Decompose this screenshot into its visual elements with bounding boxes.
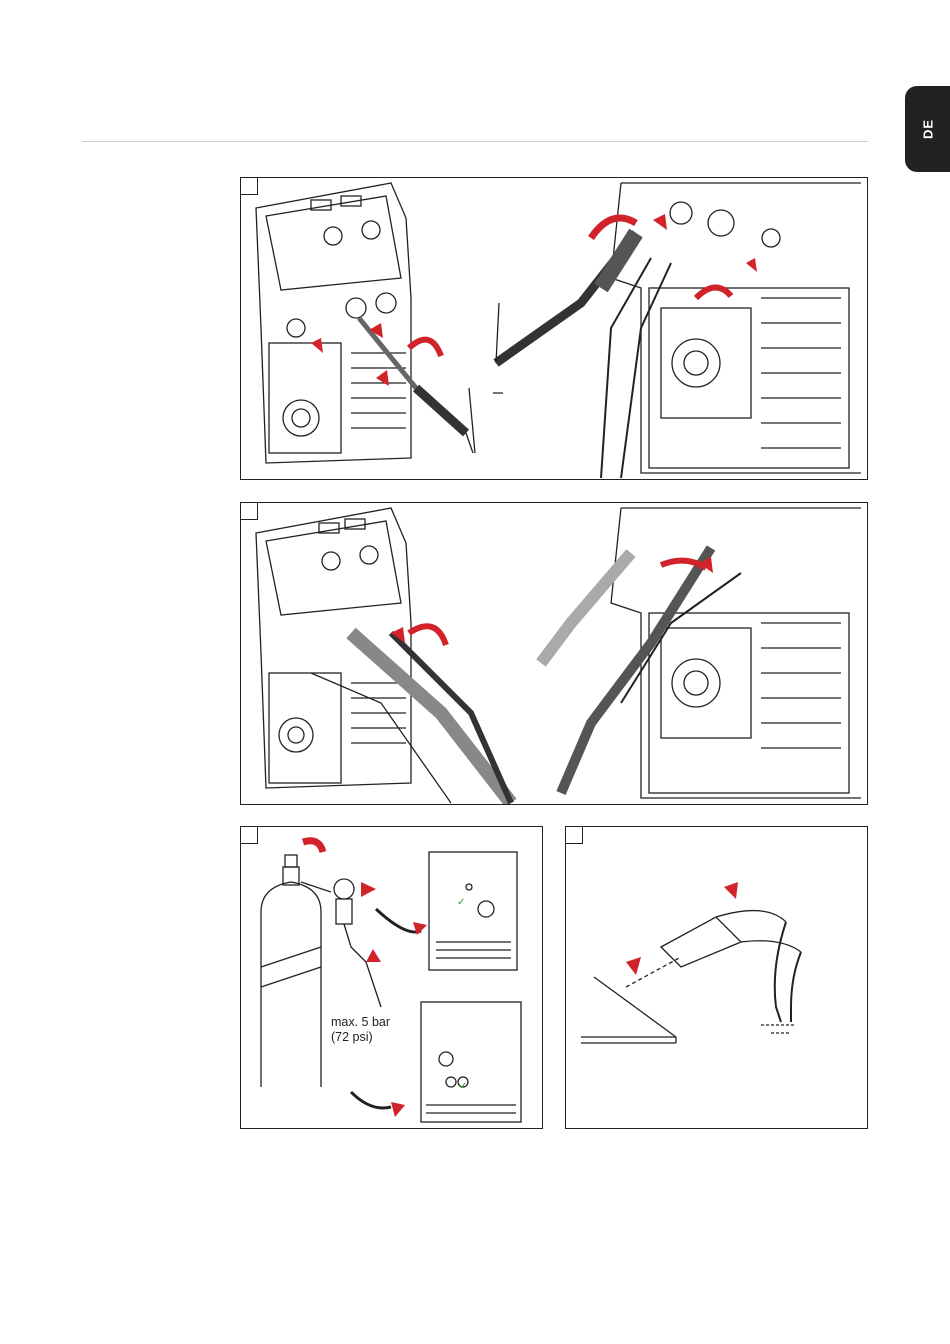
header-rule bbox=[82, 141, 868, 142]
pressure-psi: (72 psi) bbox=[331, 1030, 390, 1045]
language-tab[interactable]: DE bbox=[905, 86, 950, 172]
gas-cylinder-connection-icon: ✓ ✓ bbox=[241, 827, 542, 1128]
step-panel-ground-clamp bbox=[240, 502, 868, 805]
language-tab-label: DE bbox=[920, 119, 935, 139]
svg-text:✓: ✓ bbox=[459, 1081, 467, 1092]
torch-connection-icon bbox=[241, 178, 867, 479]
ground-clamp-workpiece-icon bbox=[566, 827, 867, 1128]
svg-text:✓: ✓ bbox=[457, 897, 465, 908]
pressure-bar: max. 5 bar bbox=[331, 1015, 390, 1030]
pressure-label: max. 5 bar (72 psi) bbox=[331, 1015, 390, 1045]
ground-clamp-connection-icon bbox=[241, 503, 867, 804]
step-panel-gas-cylinder: ✓ ✓ max. 5 bar (72 psi) bbox=[240, 826, 543, 1129]
step-panel-workpiece bbox=[565, 826, 868, 1129]
step-panel-torch bbox=[240, 177, 868, 480]
